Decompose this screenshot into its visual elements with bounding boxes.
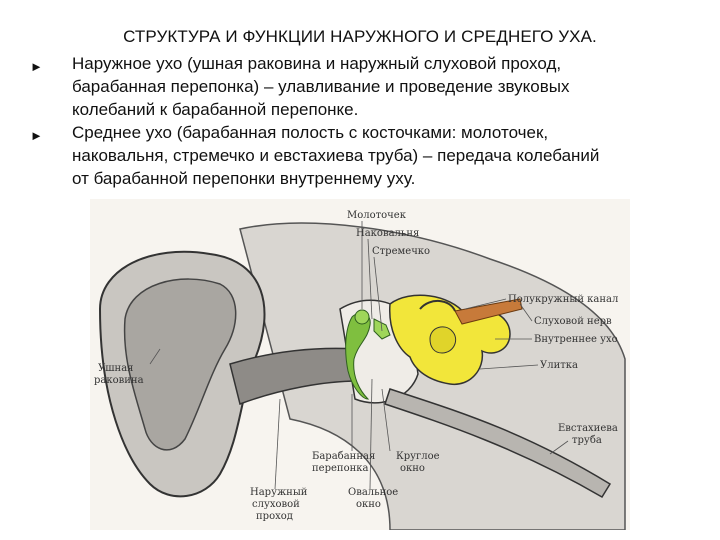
label-auricle-line2: раковина xyxy=(94,375,144,386)
label-cochlea: Улитка xyxy=(540,360,578,371)
label-auricle-line1: Ушная xyxy=(98,363,133,374)
triangle-right-icon: ► xyxy=(30,128,43,143)
label-eustachian-line2: труба xyxy=(572,435,602,446)
label-eustachian-line1: Евстахиева xyxy=(558,423,618,434)
label-eardrum-line2: перепонка xyxy=(312,463,369,474)
label-auditory-nerve: Слуховой нерв xyxy=(534,316,612,327)
label-incus: Наковальня xyxy=(356,228,419,239)
label-oval-window-line2: окно xyxy=(356,499,381,510)
label-ear-canal-line3: проход xyxy=(256,511,293,522)
bullet-line: Наружное ухо (ушная раковина и наружный … xyxy=(72,54,562,73)
label-malleus: Молоточек xyxy=(347,210,407,221)
label-round-window-line1: Круглое xyxy=(396,451,440,462)
label-oval-window-line1: Овальное xyxy=(348,487,398,498)
slide-title: СТРУКТУРА И ФУНКЦИИ НАРУЖНОГО И СРЕДНЕГО… xyxy=(123,27,597,46)
bullet-line: колебаний к барабанной перепонке. xyxy=(72,100,359,119)
bullet-line: Среднее ухо (барабанная полость с косточ… xyxy=(72,123,549,142)
label-stapes: Стремечко xyxy=(372,246,430,257)
label-eardrum-line1: Барабанная xyxy=(312,451,375,462)
bullet-list: ► Наружное ухо (ушная раковина и наружны… xyxy=(30,52,700,190)
label-round-window-line2: окно xyxy=(400,463,425,474)
bullet-line: барабанная перепонка) – улавливание и пр… xyxy=(72,77,570,96)
ear-anatomy-illustration: Молоточек Наковальня Стремечко Полукружн… xyxy=(90,199,630,530)
label-semicircular-canal: Полукружный канал xyxy=(508,294,618,305)
triangle-right-icon: ► xyxy=(30,59,43,74)
label-ear-canal-line2: слуховой xyxy=(252,499,300,510)
label-inner-ear: Внутреннее ухо xyxy=(534,334,618,345)
bullet-middle-ear: ► Среднее ухо (барабанная полость с кост… xyxy=(30,121,700,190)
ear-anatomy-diagram: Молоточек Наковальня Стремечко Полукружн… xyxy=(90,199,630,530)
label-ear-canal-line1: Наружный xyxy=(250,487,308,498)
bullet-line: наковальня, стремечко и евстахиева труба… xyxy=(72,146,600,165)
bullet-outer-ear: ► Наружное ухо (ушная раковина и наружны… xyxy=(30,52,700,121)
bullet-line: от барабанной перепонки внутреннему уху. xyxy=(72,169,416,188)
